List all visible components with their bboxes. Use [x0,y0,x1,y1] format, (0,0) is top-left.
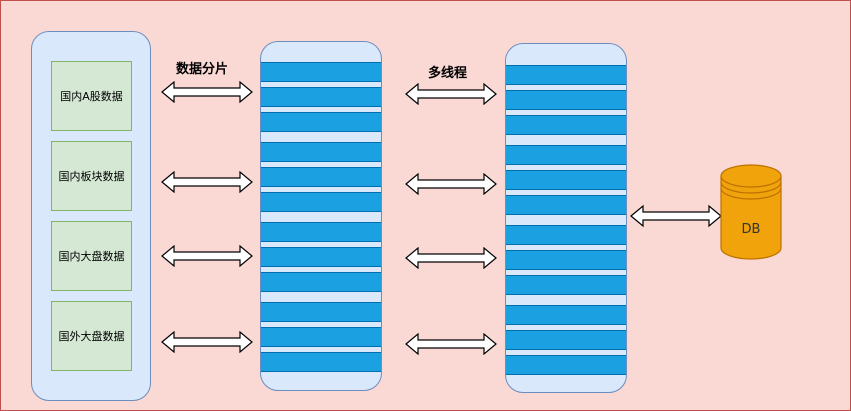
source-item-label: 国内板块数据 [58,170,125,183]
queue-bar [506,275,626,295]
queue-bar [506,225,626,245]
double-arrow-icon [405,173,497,195]
source-item-label: 国外大盘数据 [58,330,125,343]
queue-bar [506,65,626,85]
double-arrow-icon [405,333,497,355]
queue-bar [261,112,381,132]
queue-bar [506,250,626,270]
queue-bar [261,302,381,322]
queue-bar [506,115,626,135]
queue-bar [261,222,381,242]
queue-bar [506,355,626,375]
db-double-arrow-icon [630,205,722,227]
source-item-label: 国内大盘数据 [58,250,125,263]
queue-bar [261,272,381,292]
double-arrow-icon [161,81,253,103]
queue-bar [261,62,381,82]
thread-queue [505,43,627,393]
source-item-a-shares: 国内A股数据 [51,61,132,131]
double-arrow-icon [161,171,253,193]
source-item-sectors: 国内板块数据 [51,141,132,211]
double-arrow-icon [161,245,253,267]
source-item-foreign-index: 国外大盘数据 [51,301,132,371]
queue-bar [261,87,381,107]
source-item-label: 国内A股数据 [60,90,123,103]
queue-bar [506,195,626,215]
queue-bar [261,192,381,212]
queue-bar [506,330,626,350]
db-label: DB [742,222,761,237]
queue-bar [506,170,626,190]
double-arrow-icon [405,247,497,269]
queue-bar [261,247,381,267]
queue-bar [261,167,381,187]
queue-bar [261,327,381,347]
database-cylinder-icon: DB [720,164,782,260]
double-arrow-icon [161,331,253,353]
queue-bar [506,305,626,325]
queue-bar [261,352,381,372]
double-arrow-icon [405,83,497,105]
shard-label: 数据分片 [176,62,229,77]
queue-bar [506,90,626,110]
source-item-domestic-index: 国内大盘数据 [51,221,132,291]
threads-label: 多线程 [428,66,468,81]
queue-bar [506,145,626,165]
queue-bar [261,142,381,162]
shard-queue [260,41,382,391]
